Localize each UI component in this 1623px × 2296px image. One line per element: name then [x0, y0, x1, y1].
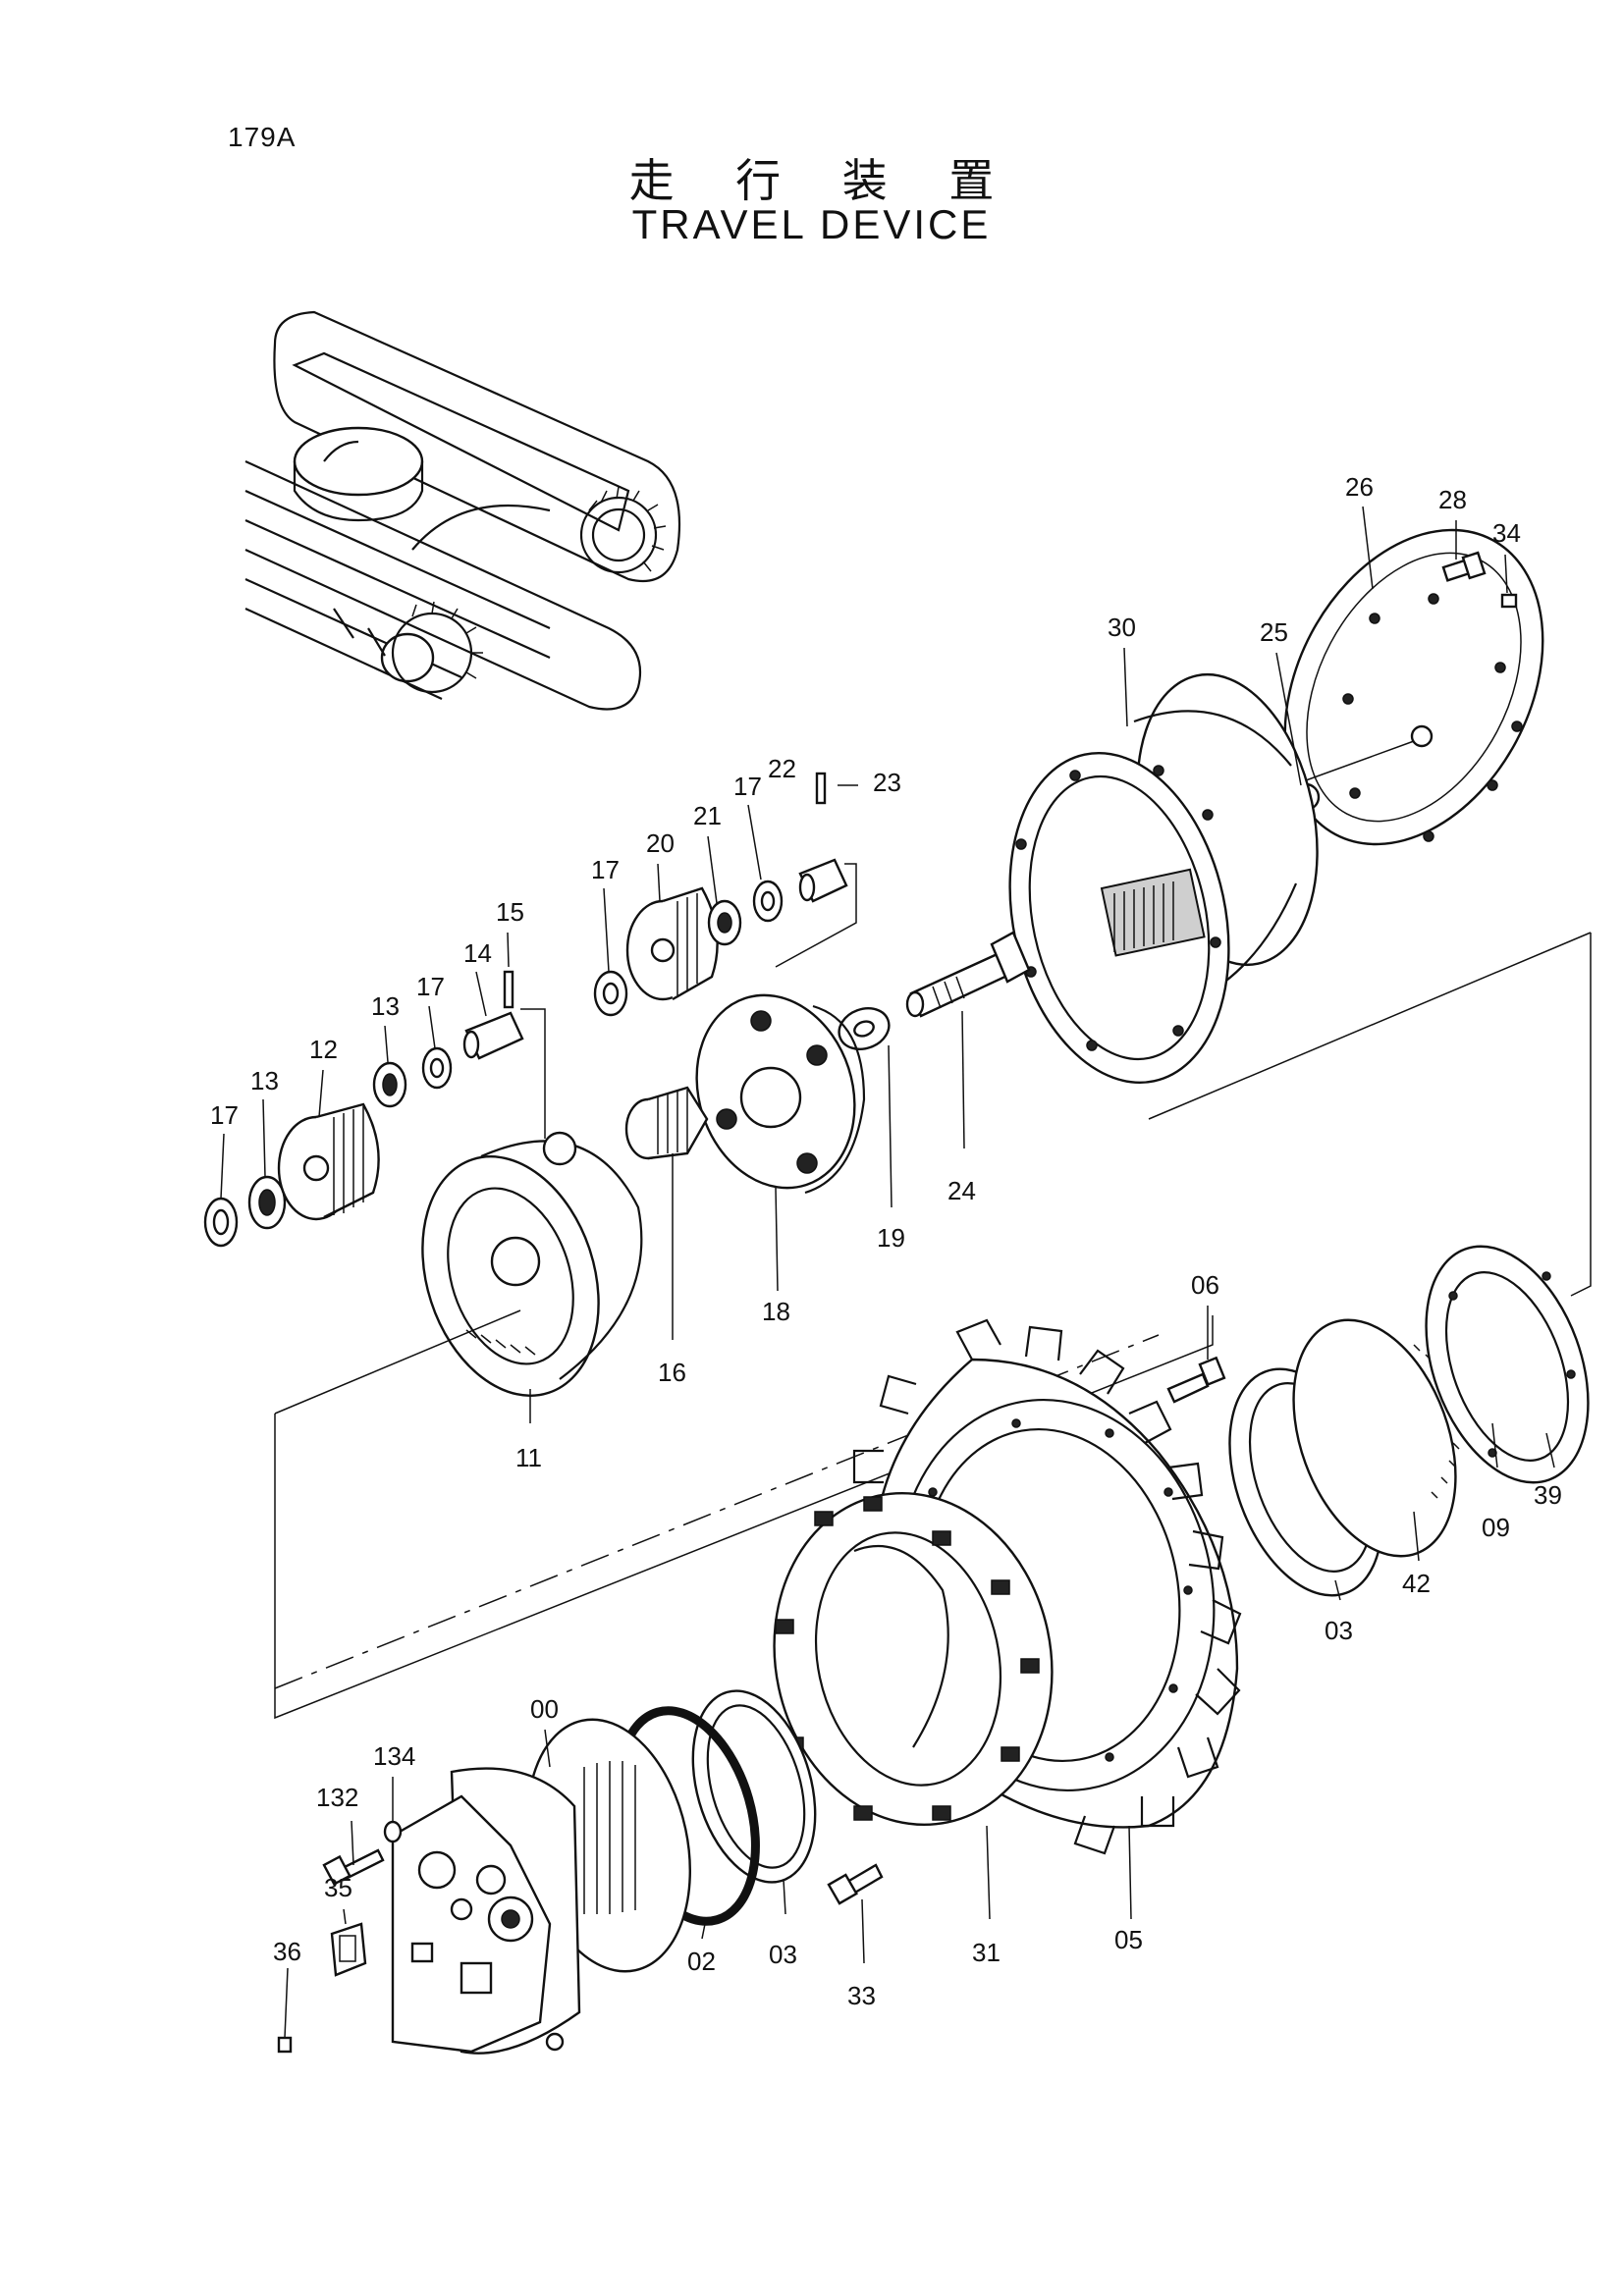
callout-25: 25	[1260, 617, 1288, 647]
part-28-bolt	[1441, 551, 1487, 582]
part-30-housing	[1008, 672, 1319, 1084]
part-00-travel-motor	[391, 1718, 691, 2055]
part-11-carrier-assembly	[421, 1131, 643, 1397]
part-19-washer	[838, 1007, 891, 1050]
part-24-shaft	[905, 931, 1031, 1018]
callout-17-mid: 17	[416, 972, 445, 1001]
part-23-spring-pin	[815, 772, 827, 805]
part-18-carrier	[695, 993, 866, 1195]
callout-09: 09	[1482, 1513, 1510, 1542]
part-36-plug	[277, 2036, 293, 2054]
part-34-plug	[1500, 593, 1518, 609]
sprocket-sketch-upper	[579, 486, 667, 574]
callout-03-upper: 03	[1325, 1616, 1353, 1645]
part-17-washer-upper-right	[752, 880, 784, 923]
part-22-pin	[798, 858, 848, 903]
part-134-washer	[383, 1820, 403, 1843]
part-16-sun-gear	[624, 1086, 709, 1160]
callout-13-mid: 13	[371, 991, 400, 1021]
part-15-spring-pin	[503, 970, 514, 1009]
callout-11: 11	[515, 1443, 542, 1472]
callout-34: 34	[1492, 518, 1521, 548]
part-33-bolt	[827, 1863, 884, 1905]
undercarriage-sketch	[244, 310, 681, 711]
callout-42: 42	[1402, 1569, 1431, 1598]
callout-20: 20	[646, 828, 675, 858]
callout-15: 15	[496, 897, 524, 927]
callout-14: 14	[463, 938, 492, 968]
callout-03-lower: 03	[769, 1940, 797, 1969]
part-35-gasket	[330, 1922, 367, 1977]
part-17-washer-upper-left	[593, 970, 628, 1017]
callout-16: 16	[658, 1358, 686, 1387]
page-number: 179A	[228, 122, 297, 152]
callout-22: 22	[768, 754, 796, 783]
callout-39: 39	[1534, 1480, 1562, 1510]
callout-30: 30	[1108, 613, 1136, 642]
callout-00: 00	[530, 1694, 559, 1724]
callout-134: 134	[373, 1741, 415, 1771]
callout-17-upper-left: 17	[591, 855, 620, 884]
part-17-washer-left	[203, 1197, 239, 1248]
callout-02: 02	[687, 1947, 716, 1976]
part-39-plate	[1425, 1245, 1590, 1484]
part-14-pin	[462, 1011, 524, 1060]
callout-35: 35	[324, 1873, 352, 1902]
part-26-cover	[1283, 528, 1544, 846]
leader-lines	[220, 506, 1555, 2039]
callout-23: 23	[873, 768, 901, 797]
callout-132: 132	[316, 1783, 358, 1812]
part-20-planet-gear	[625, 886, 719, 1001]
callout-06: 06	[1191, 1270, 1219, 1300]
part-17-washer-mid	[421, 1046, 453, 1090]
callout-31: 31	[972, 1938, 1001, 1967]
part-13-bearing-mid	[372, 1061, 407, 1108]
callout-24: 24	[947, 1176, 976, 1205]
callout-17-left: 17	[210, 1100, 239, 1130]
callout-26: 26	[1345, 472, 1374, 502]
callout-13-left: 13	[250, 1066, 279, 1095]
part-06-bolt	[1166, 1356, 1226, 1404]
callout-33: 33	[847, 1981, 876, 2010]
part-12-planet-gear	[277, 1102, 380, 1221]
part-42-ring-gear	[1292, 1318, 1462, 1558]
callout-17-upper-right: 17	[733, 772, 762, 801]
callout-21: 21	[693, 801, 722, 830]
callout-19: 19	[877, 1223, 905, 1253]
callout-28: 28	[1438, 485, 1467, 514]
title-english: TRAVEL DEVICE	[631, 201, 992, 247]
callout-18: 18	[762, 1297, 790, 1326]
title-japanese: 走 行 装 置	[628, 154, 1018, 207]
part-21-bearing	[707, 899, 742, 946]
part-callouts: 26 28 34 30 25 22 23 21 17 20 17 15 14 1…	[210, 472, 1562, 2010]
callout-05: 05	[1114, 1925, 1143, 1954]
part-132-bolt	[322, 1848, 385, 1887]
sprocket-sketch-lower	[333, 601, 483, 694]
part-13-bearing-left	[247, 1175, 287, 1230]
callout-36: 36	[273, 1937, 301, 1966]
callout-12: 12	[309, 1035, 338, 1064]
